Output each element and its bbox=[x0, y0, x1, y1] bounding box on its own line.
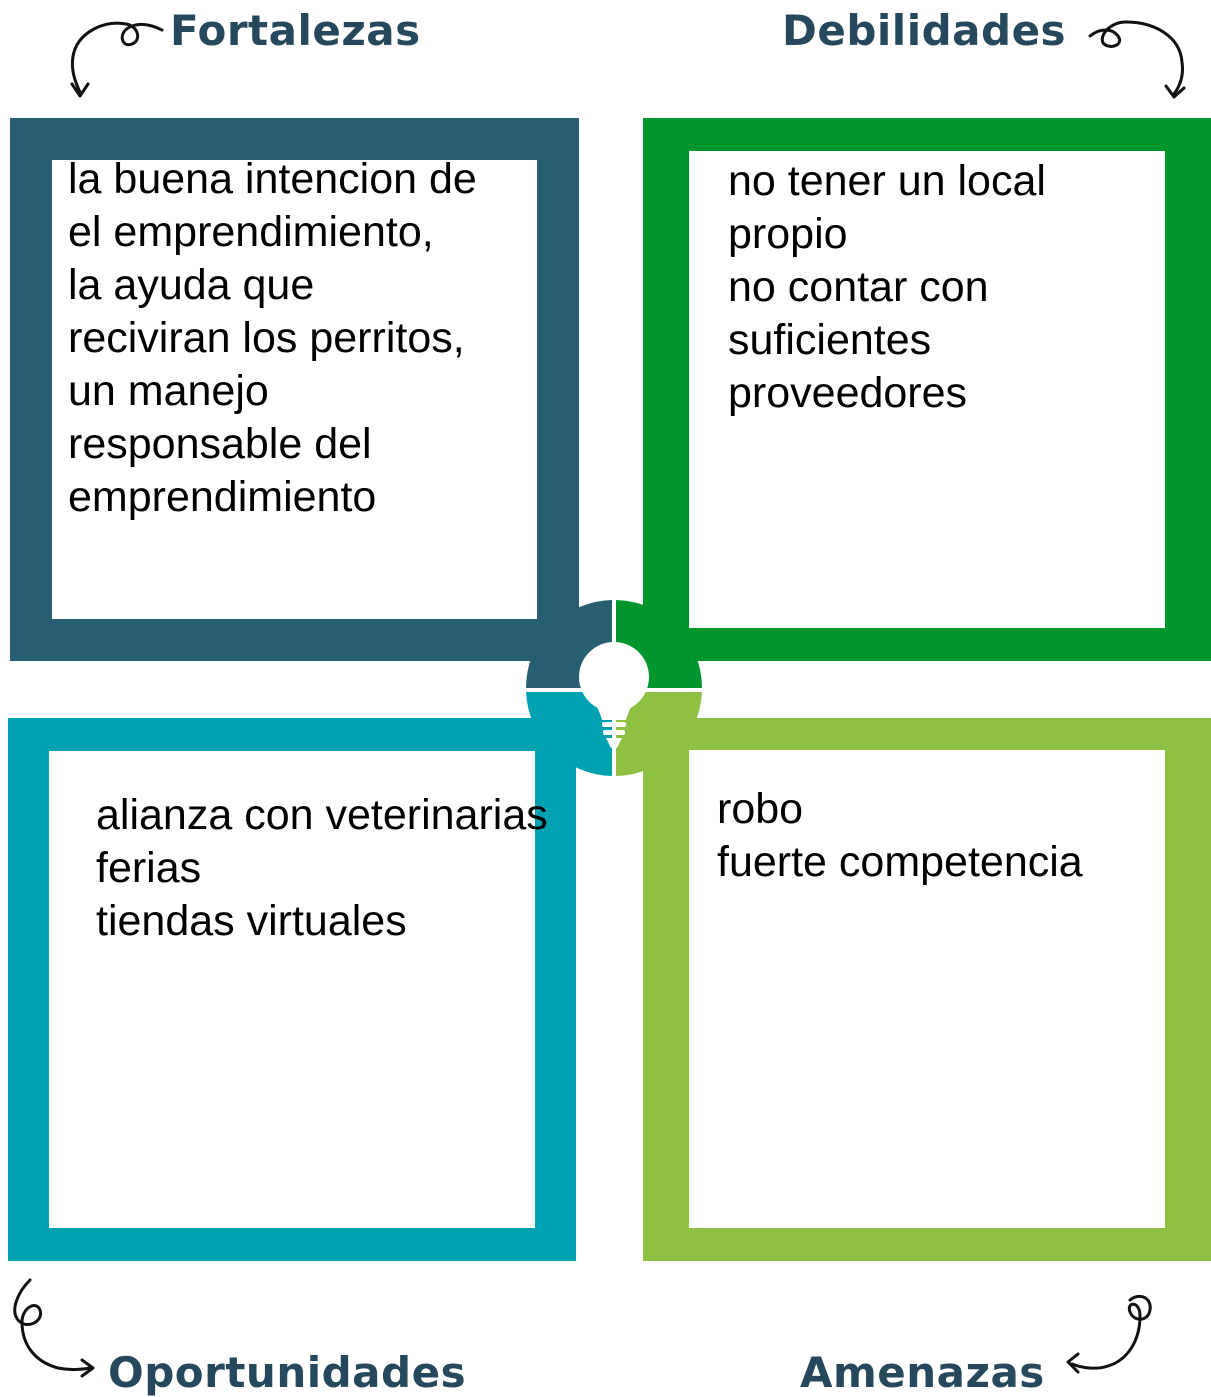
oportunidades-title: Oportunidades bbox=[108, 1348, 467, 1397]
oportunidades-box bbox=[8, 718, 576, 1261]
amenazas-text: robo fuerte competencia bbox=[717, 785, 1083, 886]
oportunidades-text: alianza con veterinarias ferias tiendas … bbox=[96, 791, 548, 945]
curly-arrow-icon-debilidades bbox=[1088, 20, 1186, 99]
debilidades-box bbox=[643, 118, 1211, 661]
amenazas-box bbox=[643, 718, 1211, 1261]
amenazas-title: Amenazas bbox=[800, 1348, 1045, 1397]
curly-arrow-icon-amenazas bbox=[1066, 1294, 1152, 1374]
fortalezas-text: la buena intencion de el emprendimiento,… bbox=[68, 155, 477, 521]
fortalezas-title: Fortalezas bbox=[170, 6, 421, 55]
curly-arrow-icon-fortalezas bbox=[70, 21, 164, 98]
curly-arrow-icon-oportunidades bbox=[13, 1278, 95, 1378]
lightbulb-icon bbox=[579, 642, 649, 748]
debilidades-title: Debilidades bbox=[782, 6, 1067, 55]
fortalezas-box bbox=[10, 118, 579, 661]
debilidades-text: no tener un local propio no contar con s… bbox=[728, 157, 1046, 417]
